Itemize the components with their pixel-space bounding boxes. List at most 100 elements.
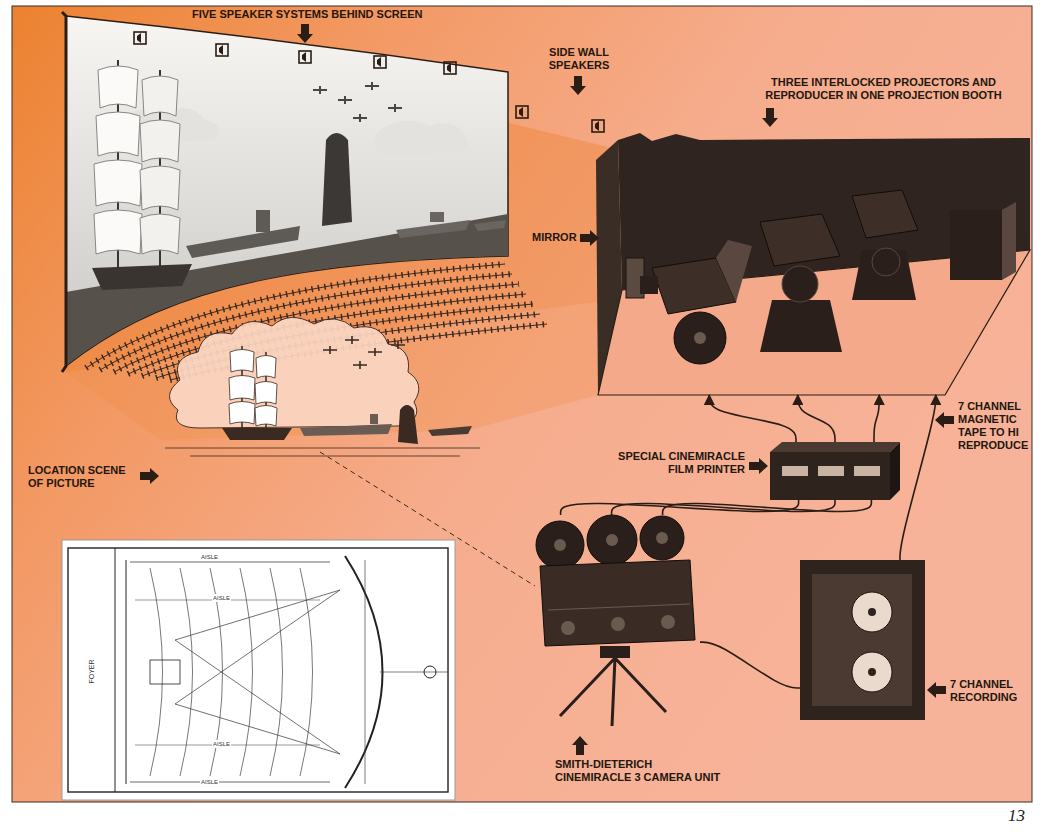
screen-image	[98, 66, 138, 108]
speaker-symbol	[592, 120, 604, 132]
projection-booth: THREE INTERLOCKED PROJECTORS AND REPRODU…	[596, 140, 950, 395]
projection-booth-drawing	[760, 214, 840, 266]
camera-drawing	[536, 515, 695, 726]
projection-booth-drawing	[694, 332, 706, 344]
camera-drawing	[661, 615, 675, 629]
floor-plan-inset	[150, 660, 180, 684]
pointer-arrow	[749, 458, 768, 474]
plan-label: AISLE	[200, 778, 219, 786]
screen-image	[474, 220, 506, 231]
projection-booth-drawing	[760, 300, 842, 352]
floor-plan-inset	[424, 666, 436, 678]
pointer-arrow	[935, 412, 954, 428]
location-scene	[428, 426, 472, 436]
film-printer-drawing	[770, 452, 890, 500]
pointer-arrow	[140, 468, 159, 484]
connector	[700, 642, 800, 688]
node-label: THREE INTERLOCKED PROJECTORS AND REPRODU…	[756, 76, 1011, 102]
projection-booth-drawing	[1002, 202, 1016, 280]
tape-recorder-drawing	[800, 560, 925, 720]
screen-image	[430, 212, 444, 222]
screen-image	[186, 226, 300, 258]
pointer-arrow	[580, 230, 599, 246]
tape-recorder-drawing	[812, 574, 912, 706]
location-scene	[229, 350, 255, 425]
connector	[612, 500, 835, 515]
projection-booth-drawing	[674, 312, 726, 364]
film-printer-drawing	[854, 466, 880, 476]
callout-label: SIDE WALL SPEAKERS	[540, 46, 618, 72]
connector	[874, 395, 879, 442]
speaker-symbol	[444, 62, 456, 74]
page-number: 13	[1008, 806, 1025, 825]
film-printer-drawing	[818, 466, 844, 476]
film-printer-drawing	[782, 466, 808, 476]
projection-beam	[66, 300, 612, 440]
floor-plan-inset	[175, 590, 340, 754]
screen-image	[140, 214, 180, 254]
projection-booth-drawing	[596, 133, 1030, 395]
connector	[709, 395, 796, 442]
page-ground	[12, 6, 1032, 802]
location-scene	[222, 428, 292, 440]
connector	[798, 395, 835, 442]
projection-booth-drawing	[640, 276, 658, 294]
pointer-arrow	[762, 108, 778, 127]
film-printer: SPECIAL CINEMIRACLE FILM PRINTER	[770, 442, 900, 500]
film-printer-drawing	[770, 442, 900, 500]
film-printer-drawing	[890, 442, 900, 500]
camera-drawing	[561, 621, 575, 635]
floor-plan-inset	[62, 540, 455, 800]
callout-label: 7 CHANNEL MAGNETIC TAPE TO HI REPRODUCE	[958, 400, 1032, 452]
location-scene	[370, 414, 378, 424]
camera-drawing	[554, 539, 566, 551]
screen-image	[140, 120, 180, 162]
location-scene	[398, 405, 418, 444]
pointer-arrow	[572, 736, 588, 755]
screen-image	[140, 166, 180, 210]
speaker-symbol	[134, 32, 604, 132]
pointer-arrow	[570, 76, 586, 95]
plan-label: FOYER	[87, 658, 96, 684]
location-scene	[165, 448, 480, 456]
floor-plan-inset	[68, 548, 448, 792]
screen-image	[94, 160, 142, 206]
speaker-symbol	[374, 56, 386, 68]
plan-label: AISLE	[212, 740, 231, 748]
screen-image	[256, 210, 270, 232]
floor-plan-inset	[130, 562, 330, 782]
camera-drawing	[606, 534, 618, 546]
screen-image	[322, 133, 352, 226]
location-scene	[300, 424, 392, 436]
camera-unit: SMITH-DIETERICH CINEMIRACLE 3 CAMERA UNI…	[530, 515, 700, 720]
camera-drawing	[611, 617, 625, 631]
speaker-symbol	[516, 106, 528, 118]
callout-label: LOCATION SCENE OF PICTURE	[28, 464, 136, 490]
pointer-arrow	[927, 682, 946, 698]
screen-image	[313, 82, 402, 122]
camera-drawing	[536, 521, 584, 569]
screen-image	[94, 210, 142, 254]
projection-booth-drawing	[782, 266, 818, 302]
screen-image	[375, 121, 469, 156]
location-scene	[323, 336, 405, 369]
location-scene	[169, 317, 418, 428]
camera-drawing	[560, 658, 666, 726]
floor-plan-inset	[365, 560, 448, 784]
node-label: SMITH-DIETERICH CINEMIRACLE 3 CAMERA UNI…	[555, 758, 727, 784]
speaker-symbol	[299, 51, 311, 63]
projection-booth-drawing	[852, 190, 918, 238]
tape-recorder: 7 CHANNEL RECORDING	[800, 560, 925, 720]
projection-booth-drawing	[872, 248, 900, 276]
callout-label: FIVE SPEAKER SYSTEMS BEHIND SCREEN	[192, 8, 422, 21]
floor-plan-inset	[115, 548, 126, 792]
pointer-arrow	[297, 24, 313, 43]
screen-image	[96, 112, 140, 156]
camera-drawing	[640, 516, 684, 560]
camera-drawing	[587, 515, 637, 565]
projection-booth-drawing	[950, 210, 1002, 280]
speaker-symbol	[216, 44, 228, 56]
camera-drawing	[600, 646, 630, 658]
